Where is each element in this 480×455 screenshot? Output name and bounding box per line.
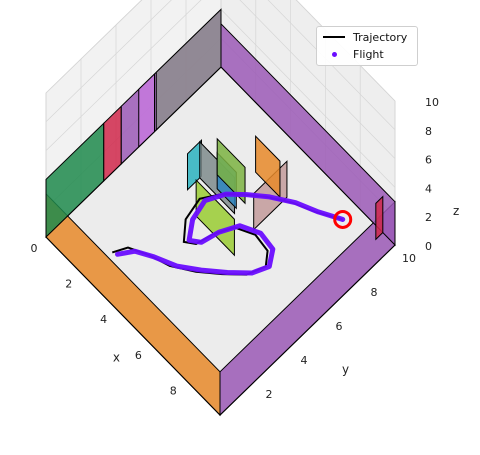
grid-line: [45, 0, 396, 159]
legend-item-trajectory: Trajectory: [323, 29, 407, 45]
z-axis-label: z: [453, 204, 459, 218]
wall-14: [255, 134, 281, 199]
legend-line-icon: [323, 36, 345, 38]
z-tick-label: 0: [425, 240, 432, 253]
y-tick-label: 4: [301, 354, 308, 367]
x-tick-label: 8: [170, 384, 177, 397]
legend: Trajectory Flight: [316, 26, 418, 66]
y-axis-label: y: [342, 363, 349, 377]
legend-item-flight: Flight: [323, 46, 384, 62]
y-tick-label: 8: [371, 286, 378, 299]
x-axis-label: x: [113, 350, 120, 364]
z-tick-label: 4: [425, 182, 432, 195]
x-tick-label: 2: [65, 278, 72, 291]
z-tick-label: 8: [425, 125, 432, 138]
legend-label-trajectory: Trajectory: [353, 30, 408, 44]
trajectory-layer: [111, 191, 353, 276]
wall-7: [155, 8, 222, 132]
legend-label-flight: Flight: [353, 47, 384, 61]
x-tick-label: 6: [135, 349, 142, 362]
x-tick-label: 0: [31, 242, 38, 255]
z-tick-label: 2: [425, 211, 432, 224]
wall-15: [375, 195, 384, 241]
y-tick-label: 6: [336, 320, 343, 333]
wall-6: [138, 72, 155, 149]
y-tick-label: 2: [266, 388, 273, 401]
grid-line: [45, 0, 396, 131]
legend-dot-icon: [323, 51, 345, 57]
z-tick-label: 10: [425, 96, 439, 109]
flight-path: [115, 191, 346, 276]
y-tick-label: 10: [402, 252, 416, 265]
walls-layer: [45, 8, 396, 417]
z-tick-label: 6: [425, 154, 432, 167]
x-tick-label: 4: [100, 313, 107, 326]
goal-marker: [333, 209, 353, 229]
ticks-layer: 0 2 4 6 8 2 4 6 8 10 0 2 4 6 8 10 x y z: [31, 96, 460, 401]
